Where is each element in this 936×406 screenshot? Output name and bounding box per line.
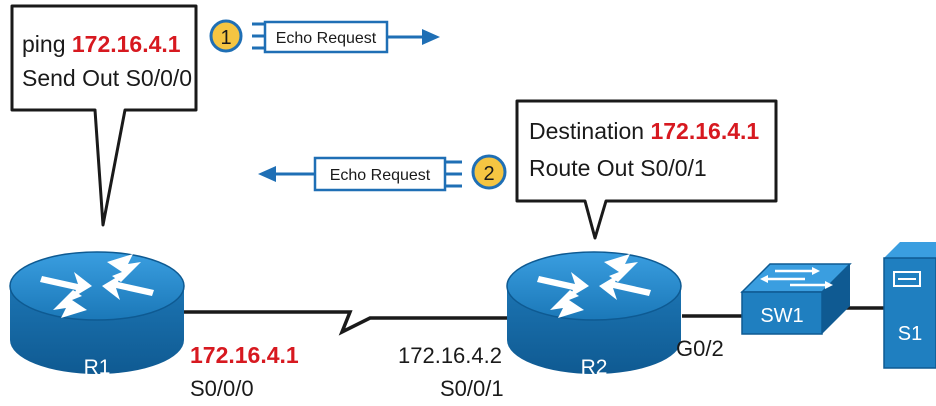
sw1-label: SW1 [760, 305, 803, 327]
step-2-message: Echo Request [330, 167, 431, 184]
svg-text:ping 172.16.4.1: ping 172.16.4.1 [22, 31, 181, 57]
r2-lan-interface-label: G0/2 [676, 336, 724, 361]
r2-interface-label: S0/0/1 [440, 376, 504, 401]
callout-r1-ip: 172.16.4.1 [72, 31, 181, 57]
callout-r2-line2: Route Out S0/0/1 [529, 155, 707, 181]
step-1-message: Echo Request [276, 30, 377, 47]
step-1-badge [209, 19, 243, 53]
switch-icon [740, 263, 852, 335]
step-2-number: 2 [483, 163, 494, 185]
router-icon [506, 251, 682, 374]
s1-label: S1 [898, 323, 922, 345]
callout-r1-prefix: ping [22, 31, 65, 57]
callout-r2: Destination 172.16.4.1 Route Out S0/0/1 [515, 99, 778, 240]
switch-sw1: SW1 [740, 263, 852, 335]
r1-interface-label: S0/0/0 [190, 376, 254, 401]
svg-text:Destination 172.16.4.1: Destination 172.16.4.1 [529, 118, 759, 144]
r2-label: R2 [581, 356, 608, 379]
step-2-packet [313, 156, 447, 192]
router-r2: R2 [506, 251, 682, 379]
callout-r1: ping 172.16.4.1 Send Out S0/0/0 [10, 4, 198, 227]
r1-ip-label: 172.16.4.1 [190, 342, 299, 368]
step-1: 1 Echo Request [209, 19, 440, 54]
callout-r2-prefix: Destination [529, 118, 644, 144]
arrow-left-icon [258, 166, 316, 182]
arrow-right-icon [387, 29, 440, 45]
router-r1: R1 [9, 251, 185, 379]
step-2: Echo Request 2 [258, 154, 507, 192]
step-1-packet [263, 20, 389, 54]
router-icon [9, 251, 185, 374]
server-s1: S1 [883, 242, 936, 369]
serial-link [180, 310, 515, 336]
r2-ip-label: 172.16.4.2 [398, 343, 502, 368]
callout-r1-line2: Send Out S0/0/0 [22, 65, 192, 91]
callout-r2-ip: 172.16.4.1 [650, 118, 759, 144]
r1-label: R1 [84, 356, 111, 379]
step-2-badge [471, 154, 507, 190]
step-1-number: 1 [220, 27, 231, 49]
server-icon [883, 242, 936, 369]
